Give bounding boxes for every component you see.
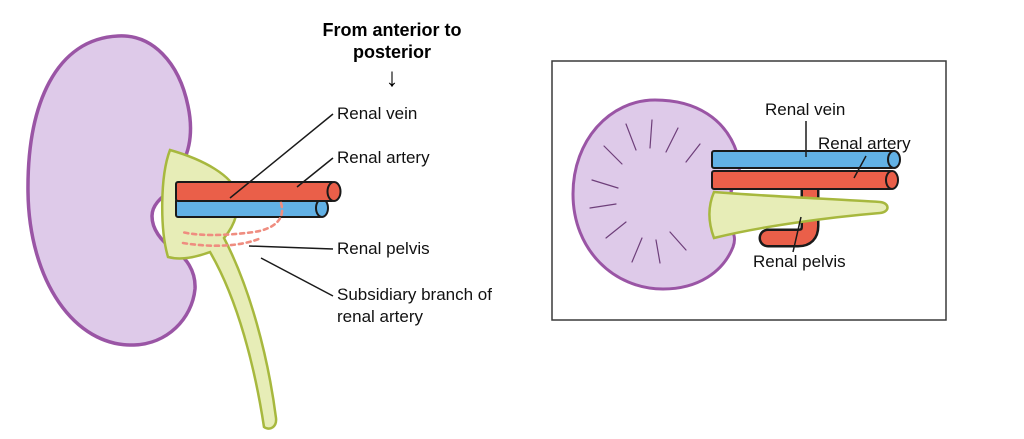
heading-from-anterior-to-posterior: From anterior to posterior: [322, 20, 462, 62]
leader-renal-artery-left: [296, 157, 334, 188]
subsidiary-branch-dashed-line: [180, 201, 284, 248]
renal-pyramid-lines: [589, 119, 701, 264]
right-renal-artery-tube: [711, 170, 899, 190]
right-figure: [551, 60, 947, 321]
label-renal-artery-right: Renal artery: [818, 134, 911, 153]
leader-subsidiary-branch: [260, 257, 334, 297]
leader-renal-pelvis-left: [248, 245, 334, 250]
leader-renal-pelvis-right: [792, 216, 802, 253]
label-renal-pelvis-right: Renal pelvis: [753, 252, 846, 271]
label-renal-artery-left: Renal artery: [337, 148, 430, 167]
leader-renal-artery-right: [853, 155, 867, 179]
label-renal-vein-left: Renal vein: [337, 104, 418, 123]
leader-renal-vein-left: [229, 113, 334, 199]
label-subsidiary-branch: Subsidiary branch of renal artery: [337, 285, 492, 327]
left-renal-artery-tube: [175, 181, 342, 202]
right-bent-artery-tube: [758, 172, 820, 248]
label-renal-vein-right: Renal vein: [765, 100, 846, 119]
down-arrow-icon: ↓: [385, 62, 399, 92]
left-leader-lines: [229, 113, 334, 297]
right-leader-lines: [792, 121, 867, 253]
right-renal-pelvis: [708, 190, 889, 240]
label-renal-pelvis-left: Renal pelvis: [337, 239, 430, 258]
left-figure: [26, 34, 342, 430]
right-renal-vein-tube: [711, 150, 901, 169]
